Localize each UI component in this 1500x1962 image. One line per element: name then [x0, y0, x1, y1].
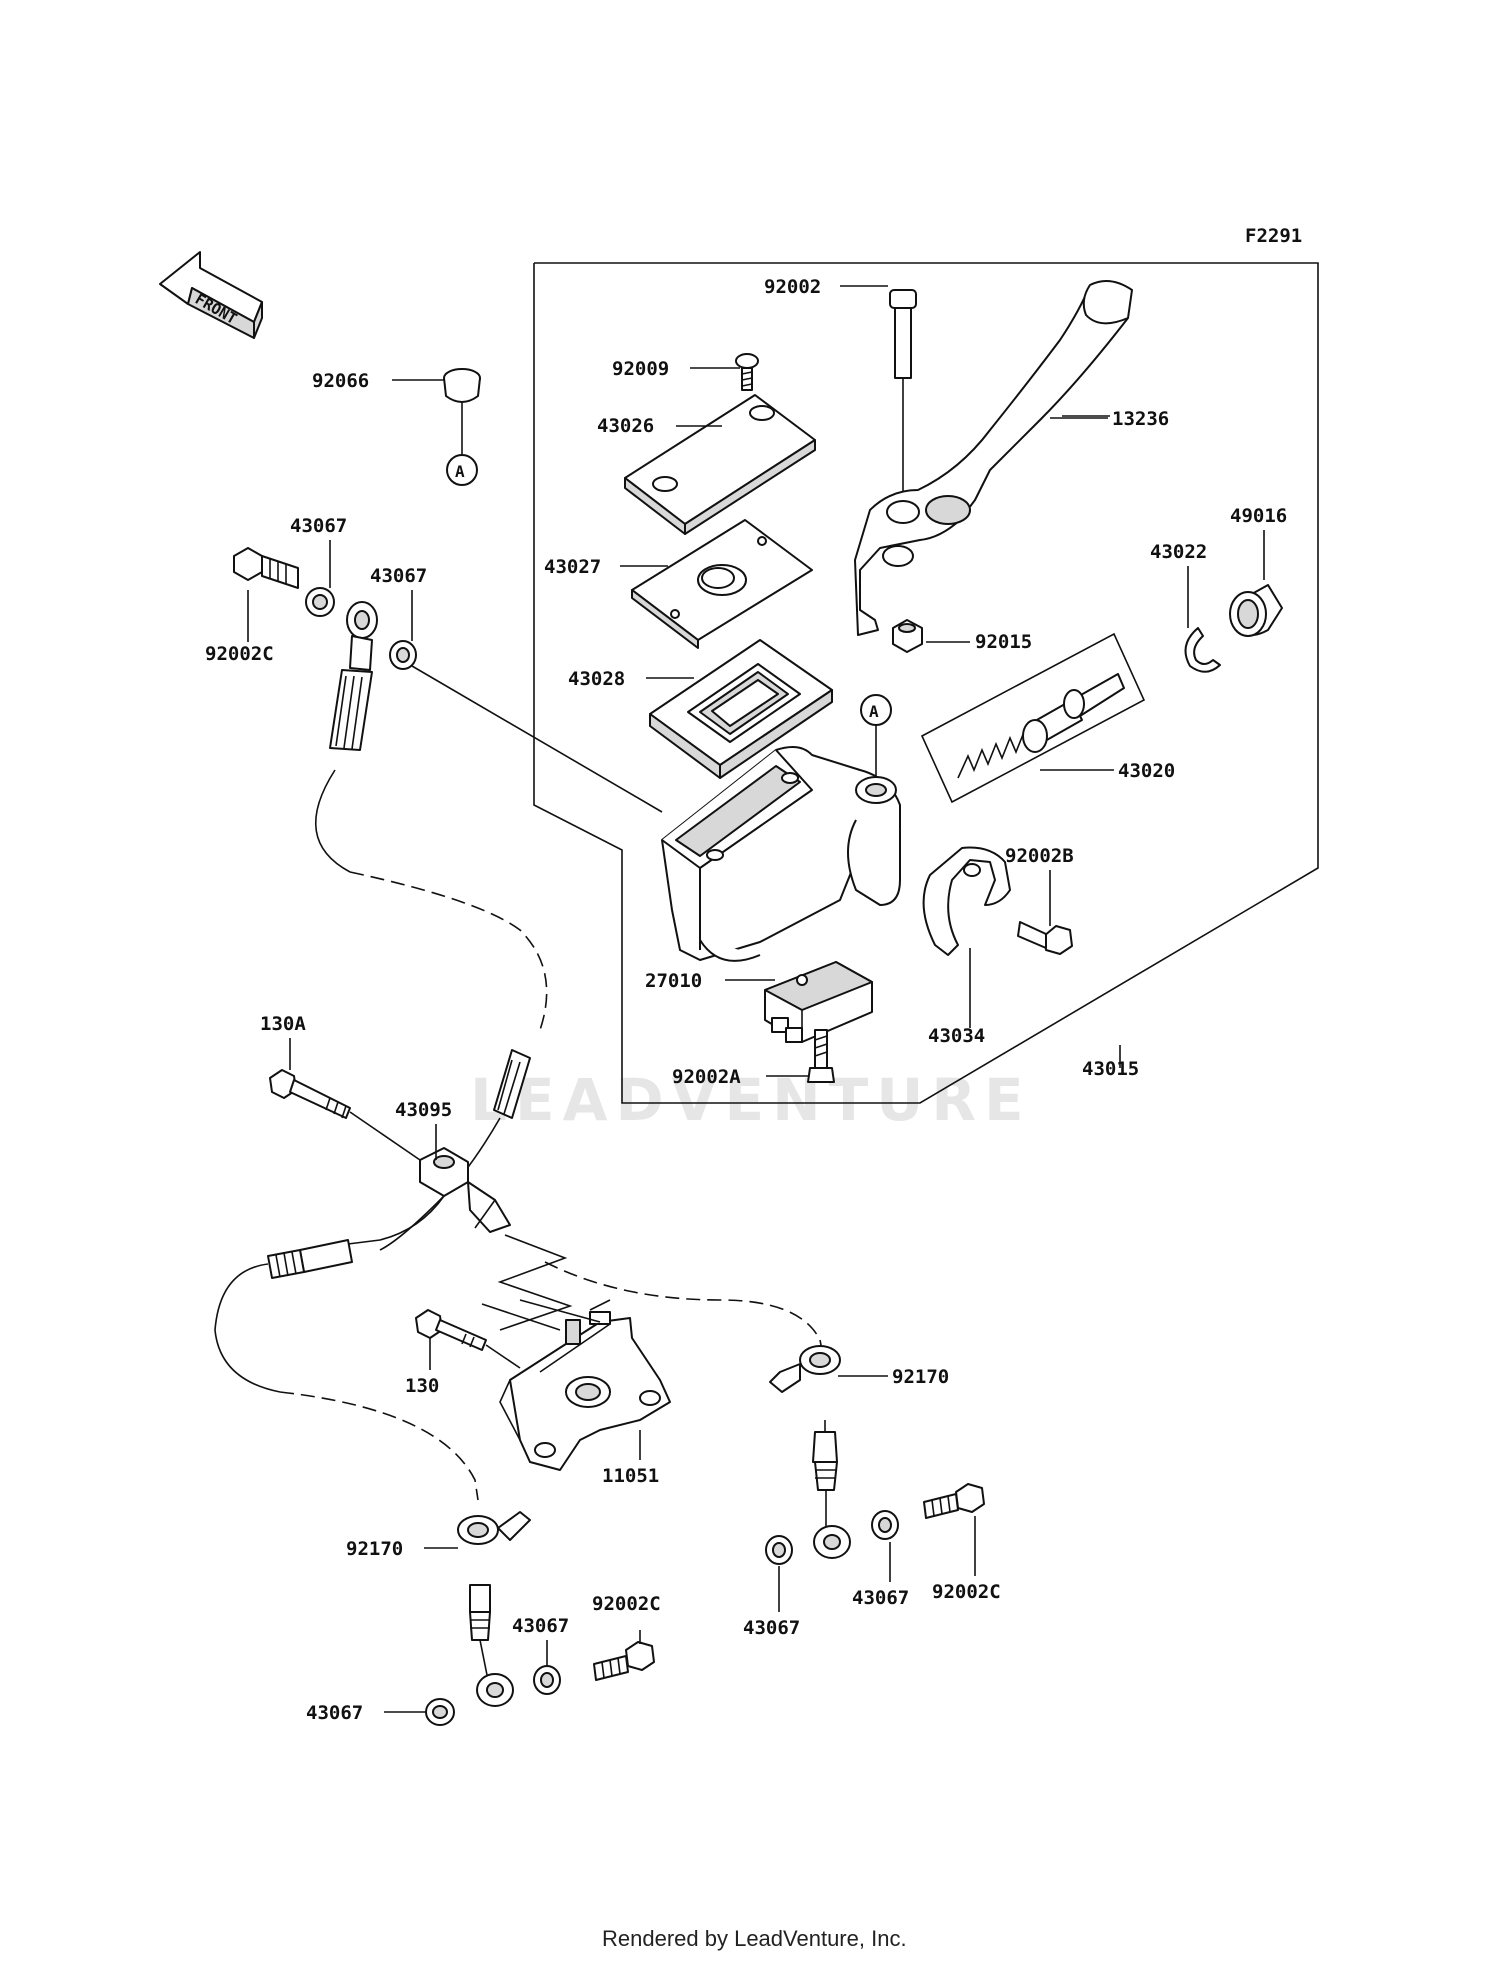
callout-a-body: A: [860, 694, 892, 778]
label-92002c-c: 92002C: [592, 1593, 661, 1615]
part-43028-diaphragm: [649, 639, 833, 779]
label-92170-b: 92170: [346, 1538, 403, 1560]
label-92170-a: 92170: [892, 1366, 949, 1388]
label-43015: 43015: [1082, 1058, 1139, 1080]
part-92002c-bolt-upper: [233, 547, 299, 589]
part-92002b-bolt: [1017, 921, 1073, 955]
part-49016-boot: [1229, 584, 1283, 637]
part-92170-banjo-right: [769, 1345, 851, 1559]
label-43067-f: 43067: [306, 1702, 363, 1724]
leader-lines: [247, 285, 1265, 1713]
footer-credit: Rendered by LeadVenture, Inc.: [602, 1926, 907, 1951]
label-43028: 43028: [568, 668, 625, 690]
label-13236: 13236: [1112, 408, 1169, 430]
hose-lower-left: [267, 1239, 353, 1279]
part-43034-clamp: [922, 846, 1011, 956]
label-43022: 43022: [1150, 541, 1207, 563]
label-130a: 130A: [260, 1013, 306, 1035]
hose-fitting-middle: [379, 1049, 531, 1251]
label-11051: 11051: [602, 1465, 659, 1487]
part-43095-joint: [347, 1147, 511, 1245]
part-43026-reservoir-cap: [624, 394, 816, 535]
part-13236-brake-lever: [854, 280, 1133, 636]
part-92002-pivot-bolt: [889, 289, 917, 500]
watermark: LEADVENTURE: [470, 1066, 1032, 1134]
part-92002a-screw: [807, 1029, 835, 1083]
part-banjo-fitting-upper: [329, 601, 378, 751]
part-43067-washer-lower-left-a: [533, 1665, 561, 1695]
label-49016: 49016: [1230, 505, 1287, 527]
svg-text:A: A: [455, 462, 465, 481]
svg-text:A: A: [869, 702, 879, 721]
part-43027-diaphragm-plate: [631, 519, 813, 649]
hose-right-dashed: [544, 1261, 823, 1351]
callout-a-top: A: [446, 454, 478, 486]
label-43067-c: 43067: [852, 1587, 909, 1609]
label-92002: 92002: [764, 276, 821, 298]
label-43095: 43095: [395, 1099, 452, 1121]
label-43067-b: 43067: [370, 565, 427, 587]
part-92009-screw: [735, 353, 759, 391]
label-43067-a: 43067: [290, 515, 347, 537]
part-92002c-bolt-lower-right: [923, 1483, 985, 1519]
label-43026: 43026: [597, 415, 654, 437]
part-43067-washer-upper-a: [305, 587, 335, 617]
label-27010: 27010: [645, 970, 702, 992]
part-43067-washer-upper-b: [389, 640, 417, 670]
part-92002c-bolt-lower-left: [593, 1641, 655, 1681]
label-92002b: 92002B: [1005, 845, 1074, 867]
label-43067-e: 43067: [512, 1615, 569, 1637]
label-92009: 92009: [612, 358, 669, 380]
part-43022-circlip: [1184, 627, 1221, 673]
label-43020: 43020: [1118, 760, 1175, 782]
label-43067-d: 43067: [743, 1617, 800, 1639]
part-92066-cap: [443, 368, 481, 455]
label-130: 130: [405, 1375, 439, 1397]
part-92170-banjo-left: [457, 1511, 531, 1707]
figure-code: F2291: [1245, 225, 1302, 247]
label-92066: 92066: [312, 370, 369, 392]
part-43067-washer-lower-right-b: [871, 1510, 899, 1540]
piston-kit-box: [920, 632, 1146, 804]
label-92015: 92015: [975, 631, 1032, 653]
label-92002c-b: 92002C: [932, 1581, 1001, 1603]
part-27010-brake-switch: [764, 961, 873, 1043]
part-130a-bolt: [269, 1069, 421, 1161]
brake-hose-upper: [314, 769, 351, 873]
brake-hose-upper-dashed: [349, 871, 548, 1031]
label-92002c-a: 92002C: [205, 643, 274, 665]
part-43067-washer-lower-left-b: [425, 1698, 455, 1726]
assembly-boundary: [533, 262, 1319, 1104]
front-arrow: FRONT: [159, 251, 263, 339]
hose-lower-left-curve: [214, 1263, 281, 1393]
part-43067-washer-lower-right-a: [765, 1535, 793, 1565]
label-43034: 43034: [928, 1025, 985, 1047]
part-92015-nut: [892, 619, 923, 653]
part-43020-piston-kit: [957, 673, 1125, 779]
part-130-bolt: [415, 1309, 521, 1369]
part-11051-bracket: [499, 1299, 671, 1471]
part-master-cylinder-body: [661, 745, 901, 962]
junction-box-lines: [497, 1234, 573, 1331]
hose-lower-left-dashed: [279, 1391, 479, 1501]
label-92002a: 92002A: [672, 1066, 741, 1088]
label-43027: 43027: [544, 556, 601, 578]
